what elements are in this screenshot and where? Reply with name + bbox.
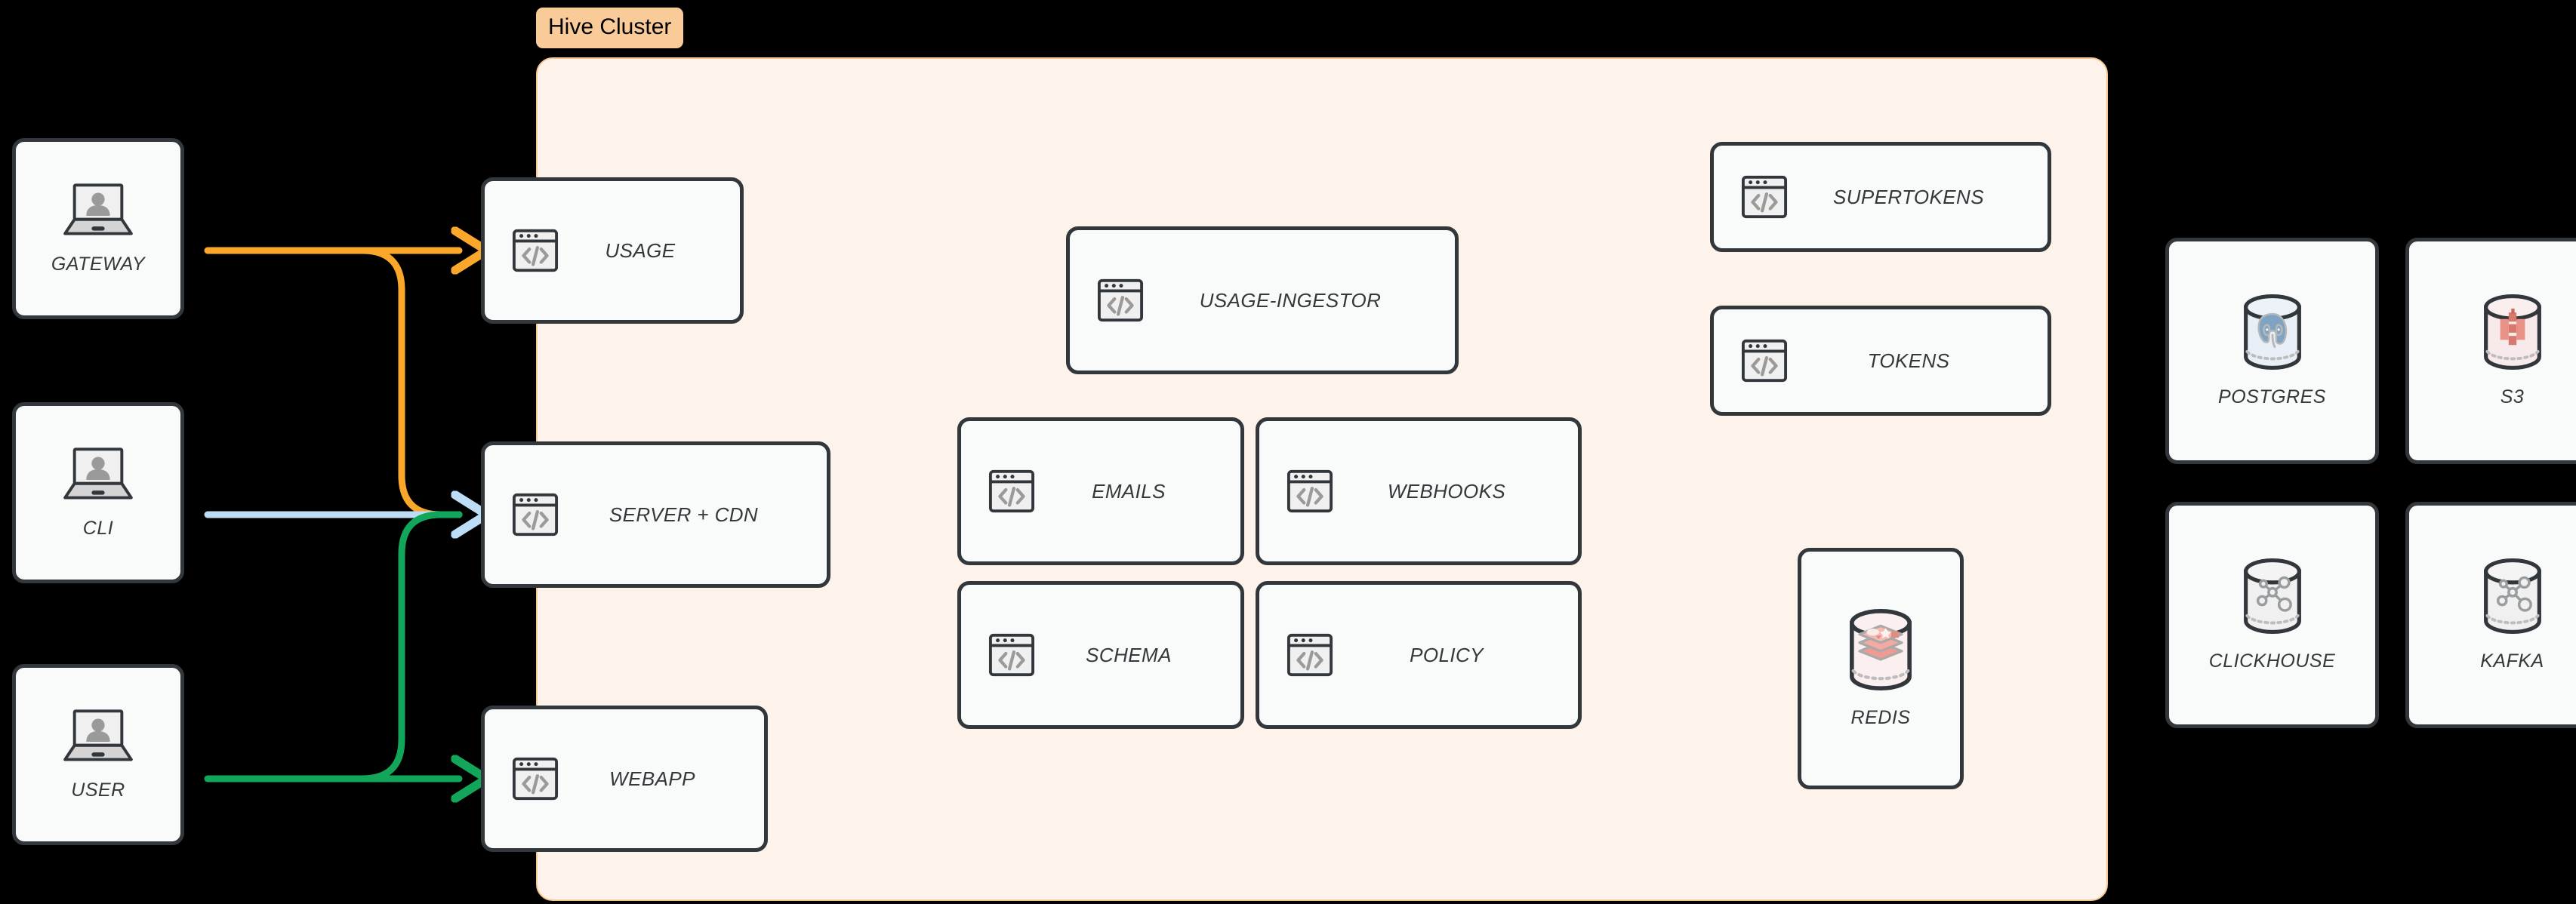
service-label: TOKENS xyxy=(1867,349,1950,372)
laptop-user-icon xyxy=(63,709,133,761)
datastore-label: KAFKA xyxy=(2480,650,2544,672)
datastore-label: S3 xyxy=(2500,386,2525,407)
redis-database-icon xyxy=(1850,608,1912,690)
service-card-usage[interactable]: USAGE xyxy=(481,177,744,324)
actor-label: USER xyxy=(71,779,125,801)
service-label: SUPERTOKENS xyxy=(1833,185,1984,208)
datastore-card-postgres[interactable]: POSTGRES xyxy=(2165,238,2379,464)
postgres-database-icon xyxy=(2243,294,2301,370)
actor-label: CLI xyxy=(82,517,114,539)
datastore-card-kafka[interactable]: KAFKA xyxy=(2405,502,2576,728)
code-window-icon xyxy=(1741,175,1788,219)
service-label: USAGE xyxy=(605,238,676,262)
datastore-card-s3[interactable]: S3 xyxy=(2405,238,2576,464)
service-card-policy[interactable]: POLICY xyxy=(1256,581,1582,729)
code-window-icon xyxy=(988,469,1035,513)
service-card-supertokens[interactable]: SUPERTOKENS xyxy=(1710,142,2051,252)
service-label: WEBAPP xyxy=(609,767,695,790)
laptop-user-icon xyxy=(63,447,133,500)
hive-cluster-badge: Hive Cluster xyxy=(536,8,684,48)
code-window-icon xyxy=(988,633,1035,677)
service-card-emails[interactable]: EMAILS xyxy=(957,417,1244,565)
datastore-card-redis[interactable]: REDIS xyxy=(1798,548,1964,789)
code-window-icon xyxy=(512,493,559,537)
s3-database-icon xyxy=(2483,294,2541,370)
code-window-icon xyxy=(512,229,559,272)
laptop-user-icon xyxy=(63,183,133,235)
connector-gateway-to-server-cdn xyxy=(359,247,463,518)
datastore-label: POSTGRES xyxy=(2218,386,2326,407)
datastore-card-clickhouse[interactable]: CLICKHOUSE xyxy=(2165,502,2379,728)
service-label: WEBHOOKS xyxy=(1387,479,1506,503)
actor-label: GATEWAY xyxy=(51,253,146,275)
service-label: POLICY xyxy=(1410,643,1484,666)
code-window-icon xyxy=(512,757,559,801)
code-window-icon xyxy=(1741,339,1788,383)
service-card-server-cdn[interactable]: SERVER + CDN xyxy=(481,441,830,588)
actor-card-gateway[interactable]: GATEWAY xyxy=(12,138,184,319)
clickhouse-database-icon xyxy=(2243,558,2301,634)
service-card-webhooks[interactable]: WEBHOOKS xyxy=(1256,417,1582,565)
service-card-webapp[interactable]: WEBAPP xyxy=(481,706,768,852)
code-window-icon xyxy=(1097,278,1144,322)
actor-card-user[interactable]: USER xyxy=(12,664,184,845)
service-label: SERVER + CDN xyxy=(609,503,759,526)
service-label: EMAILS xyxy=(1092,479,1166,503)
code-window-icon xyxy=(1286,633,1333,677)
kafka-database-icon xyxy=(2483,558,2541,634)
code-window-icon xyxy=(1286,469,1333,513)
service-card-tokens[interactable]: TOKENS xyxy=(1710,306,2051,416)
datastore-label: REDIS xyxy=(1850,706,1911,728)
datastore-label: CLICKHOUSE xyxy=(2208,650,2336,672)
actor-card-cli[interactable]: CLI xyxy=(12,402,184,583)
connector-user-to-server-cdn xyxy=(359,511,463,783)
service-card-usage-ingestor[interactable]: USAGE-INGESTOR xyxy=(1066,226,1459,374)
service-card-schema[interactable]: SCHEMA xyxy=(957,581,1244,729)
service-label: SCHEMA xyxy=(1086,643,1172,666)
service-label: USAGE-INGESTOR xyxy=(1199,288,1382,312)
